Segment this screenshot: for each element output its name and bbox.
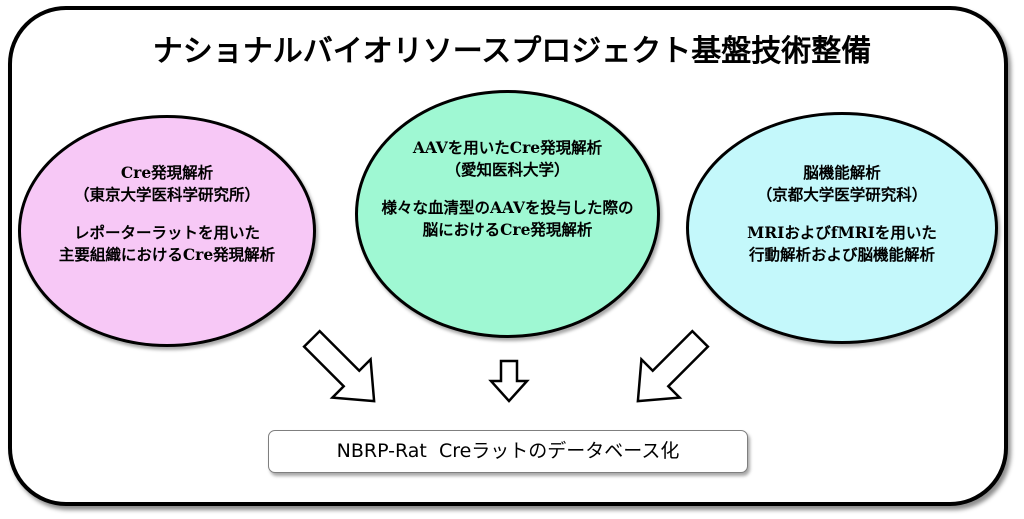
node-institution: （東京大学医科学研究所） [73,185,260,204]
node-text-aav-cre: AAVを用いたCre発現解析 （愛知医科大学） 様々な血清型のAAVを投与した際… [355,137,660,241]
arrow-right-to-result [636,329,710,403]
node-ellipse-cre-expression [18,115,316,347]
node-heading: AAVを用いたCre発現解析 [412,138,603,157]
node-heading: 脳機能解析 [803,163,881,182]
node-institution: （愛知医科大学） [445,160,570,179]
node-institution: （京都大学医学研究科） [756,185,928,204]
node-description-line: 行動解析および脳機能解析 [748,245,935,264]
diagram-title: ナショナルバイオリソースプロジェクト基盤技術整備 [152,34,872,69]
arrow-left-to-result [302,329,376,403]
node-ellipse-aav-cre [355,90,660,338]
node-text-brain-function: 脳機能解析 （京都大学医学研究科） MRIおよびfMRIを用いた 行動解析および… [686,162,998,266]
result-box: NBRP-Rat Creラットのデータベース化 [268,430,748,473]
node-description-line: 主要組織におけるCre発現解析 [58,245,276,264]
node-description-line: 脳におけるCre発現解析 [422,220,593,239]
node-text-cre-expression: Cre発現解析 （東京大学医科学研究所） レポーターラットを用いた 主要組織にお… [18,162,316,266]
node-description-line: 様々な血清型のAAVを投与した際の [381,198,634,217]
node-ellipse-brain-function [686,112,998,344]
node-description-line: レポーターラットを用いた [73,223,260,242]
node-heading: Cre発現解析 [120,163,214,182]
arrow-middle-to-result [488,359,530,403]
node-description-line: MRIおよびfMRIを用いた [747,223,937,242]
